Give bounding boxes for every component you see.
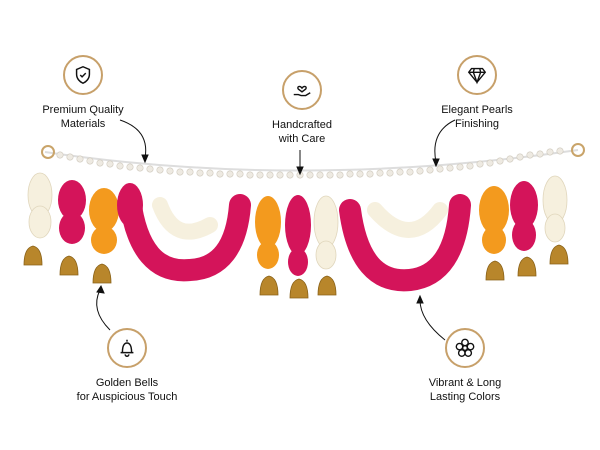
bell-icon — [107, 328, 147, 368]
left-u-garland — [119, 189, 251, 282]
feature-label-golden-bells: Golden Bells for Auspicious Touch — [76, 377, 178, 403]
hanging-ring-right — [571, 143, 585, 157]
pearl-beads — [56, 147, 564, 179]
hanging-ring-left — [41, 145, 55, 159]
right-flower-strand — [479, 175, 568, 254]
callout-arrows — [96, 119, 456, 341]
shield-check-icon — [63, 55, 103, 95]
feature-handcrafted: Handcrafted with Care — [222, 70, 382, 146]
feature-vibrant-colors: Vibrant & Long Lasting Colors — [385, 328, 545, 404]
arrow-golden-bells — [96, 289, 111, 331]
feature-label-handcrafted: Handcrafted with Care — [272, 119, 332, 145]
feature-golden-bells: Golden Bells for Auspicious Touch — [47, 328, 207, 404]
flower-icon — [445, 328, 485, 368]
golden-bells — [23, 244, 569, 299]
feature-label-premium-quality: Premium Quality Materials — [42, 104, 124, 130]
feature-label-vibrant-colors: Vibrant & Long Lasting Colors — [428, 377, 502, 403]
center-flower-strands — [255, 195, 339, 276]
arrow-elegant-pearls — [434, 119, 456, 163]
feature-elegant-pearls: Elegant Pearls Finishing — [397, 55, 557, 131]
hand-heart-icon — [282, 70, 322, 110]
feature-label-elegant-pearls: Elegant Pearls Finishing — [441, 104, 513, 130]
diamond-icon — [457, 55, 497, 95]
arrow-premium-quality — [119, 119, 147, 159]
feature-premium-quality: Premium Quality Materials — [3, 55, 163, 131]
right-u-garland — [339, 194, 471, 292]
